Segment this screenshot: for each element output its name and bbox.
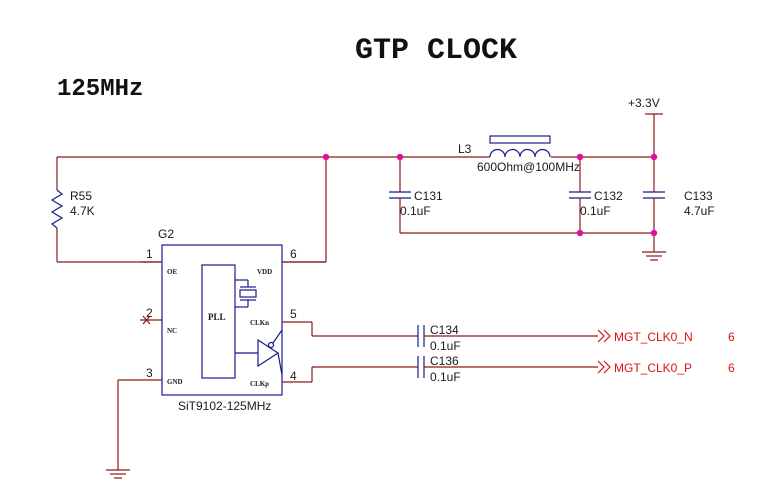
pin-oe-label: OE xyxy=(167,268,177,276)
offsheet-connector-n: MGT_CLK0_N 6 xyxy=(597,329,735,344)
capacitor-c133: C133 4.7uF xyxy=(643,157,715,252)
inductor-value: 600Ohm@100MHz xyxy=(477,160,580,174)
clkp-path: C136 0.1uF xyxy=(311,354,598,384)
c132-value: 0.1uF xyxy=(580,204,611,218)
junction-dot xyxy=(576,229,584,237)
power-symbol-3v3: +3.3V xyxy=(628,96,663,157)
net-label-clk-n: MGT_CLK0_N xyxy=(614,330,693,344)
pin-2-number: 2 xyxy=(146,306,153,320)
pin-6-number: 6 xyxy=(290,247,297,261)
pin-3-number: 3 xyxy=(146,366,153,380)
junction-dot xyxy=(650,229,658,237)
ground-symbol-chip xyxy=(106,379,140,479)
c132-ref: C132 xyxy=(594,189,623,203)
c136-value: 0.1uF xyxy=(430,370,461,384)
power-label: +3.3V xyxy=(628,96,660,110)
junction-dot xyxy=(650,153,658,161)
chip-ref: G2 xyxy=(158,227,174,241)
resistor-ref: R55 xyxy=(70,189,92,203)
schematic-title: GTP CLOCK xyxy=(355,34,517,68)
offsheet-connector-p: MGT_CLK0_P 6 xyxy=(597,360,735,375)
capacitor-c131: C131 0.1uF xyxy=(389,157,443,233)
pin-5-number: 5 xyxy=(290,307,297,321)
pin-4-number: 4 xyxy=(290,369,297,383)
pin-clkp-label: CLKp xyxy=(250,380,269,388)
c133-value: 4.7uF xyxy=(684,204,715,218)
pin-gnd-label: GND xyxy=(167,378,183,386)
inductor-l3: L3 600Ohm@100MHz xyxy=(458,135,580,174)
pin-clkn-label: CLKn xyxy=(250,319,269,327)
chip-part: SiT9102-125MHz xyxy=(178,399,271,413)
c134-value: 0.1uF xyxy=(430,339,461,353)
pin-vdd-label: VDD xyxy=(257,268,272,276)
frequency-label: 125MHz xyxy=(57,76,143,103)
c131-ref: C131 xyxy=(414,189,443,203)
net-label-clk-p: MGT_CLK0_P xyxy=(614,361,692,375)
c136-ref: C136 xyxy=(430,354,459,368)
inductor-ref: L3 xyxy=(458,142,472,156)
net-sheet-ref-p: 6 xyxy=(728,361,735,375)
resistor-value: 4.7K xyxy=(70,204,95,218)
ground-symbol-caps xyxy=(642,251,666,261)
c131-value: 0.1uF xyxy=(400,204,431,218)
junction-dot xyxy=(576,153,584,161)
resistor-r55: R55 4.7K xyxy=(50,157,162,263)
pll-label: PLL xyxy=(208,312,226,322)
c133-ref: C133 xyxy=(684,189,713,203)
pin-1-number: 1 xyxy=(146,247,153,261)
clkn-path: C134 0.1uF xyxy=(311,322,598,353)
capacitor-c132: C132 0.1uF xyxy=(569,157,623,233)
net-sheet-ref-n: 6 xyxy=(728,330,735,344)
oscillator-g2: G2 SiT9102-125MHz PLL 1 2 3 4 5 xyxy=(140,227,312,413)
c134-ref: C134 xyxy=(430,323,459,337)
pin-nc-label: NC xyxy=(167,327,177,335)
junction-dot xyxy=(322,153,330,161)
junction-dot xyxy=(396,153,404,161)
